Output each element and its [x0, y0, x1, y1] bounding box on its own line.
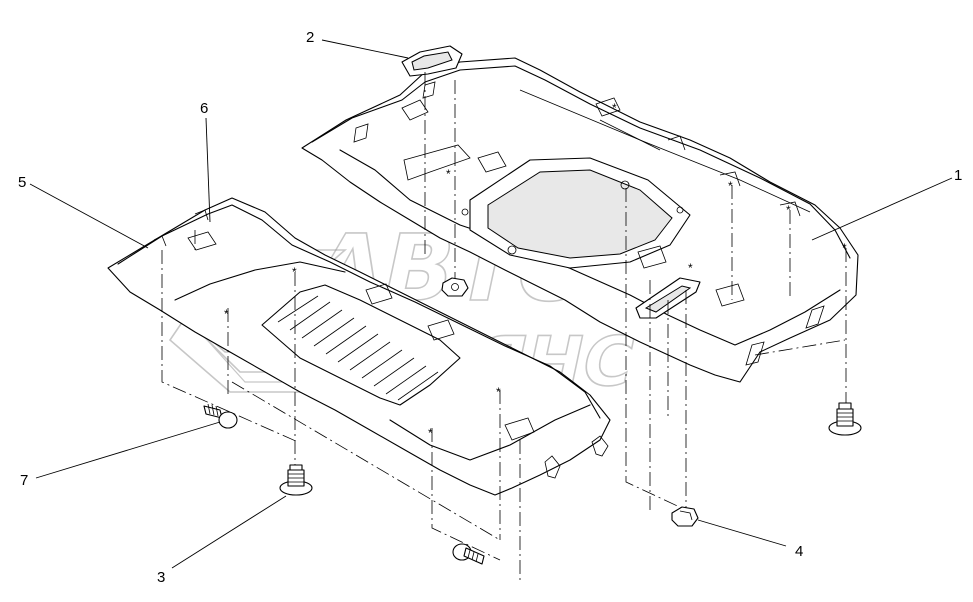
- rear-window-1: [353, 123, 369, 143]
- rear-window-2: [422, 81, 436, 99]
- rear-notch-1: [667, 135, 686, 151]
- screw-bottom: [452, 543, 485, 565]
- callout-3: 3: [157, 569, 165, 586]
- leader-7: [35, 421, 221, 479]
- svg-text:*: *: [224, 307, 229, 321]
- rear-grip-handle: [635, 277, 701, 319]
- leader-3: [171, 495, 287, 569]
- assembly-axis-lines: [161, 72, 847, 580]
- front-tab-1: [544, 455, 561, 479]
- svg-text:*: *: [428, 426, 433, 440]
- rear-panel-lip: [311, 65, 851, 259]
- screw-left: [203, 403, 238, 429]
- handle-bracket-grip: [411, 51, 453, 71]
- rear-clip-3: [637, 245, 667, 269]
- rear-hatch-bolt-1: [620, 180, 630, 190]
- rear-notch-2: [719, 171, 741, 187]
- hex-nut-upper: [441, 277, 469, 297]
- front-panel-step-2: [389, 404, 591, 461]
- rear-clip-2: [477, 151, 507, 173]
- front-clip-5: [153, 235, 167, 247]
- rear-side-vent-1: [745, 341, 765, 366]
- leader-1: [811, 177, 953, 241]
- svg-text:*: *: [612, 101, 617, 115]
- rear-panel-rib-1: [519, 89, 811, 213]
- callout-4: 4: [795, 543, 803, 560]
- leader-5: [29, 183, 149, 249]
- front-panel-lip: [117, 204, 601, 419]
- rear-hatch-bolt-2: [507, 245, 517, 255]
- callout-6: 6: [200, 100, 208, 117]
- rear-panel-step: [339, 149, 841, 346]
- push-rivet-front: [279, 464, 313, 496]
- leader-2: [321, 39, 409, 59]
- rear-clip-6: [403, 144, 471, 181]
- front-clip-1: [187, 231, 217, 251]
- rear-side-vent-2: [805, 305, 825, 329]
- rear-notch-3: [779, 201, 801, 217]
- svg-text:*: *: [496, 385, 501, 399]
- leader-lines: [29, 39, 953, 569]
- svg-text:*: *: [786, 203, 791, 217]
- callout-labels: 1 2 3 4 5 6 7: [18, 29, 962, 586]
- front-clip-2: [365, 283, 393, 305]
- handle-bracket: [401, 45, 463, 77]
- front-floor-panel: [107, 197, 611, 496]
- rear-hatch-bolt-3: [461, 208, 469, 216]
- front-panel-step: [174, 261, 346, 301]
- callout-5: 5: [18, 174, 26, 191]
- callout-7: 7: [20, 472, 28, 489]
- svg-text:*: *: [842, 241, 847, 255]
- front-clip-3: [427, 319, 455, 341]
- front-clip-4: [504, 417, 535, 441]
- front-panel-mat-ribs: [277, 295, 439, 401]
- callout-2: 2: [306, 29, 314, 46]
- leader-6: [205, 117, 211, 223]
- front-tab-2: [591, 435, 609, 457]
- front-clip-6: [194, 209, 209, 221]
- svg-text:*: *: [728, 179, 733, 193]
- callout-1: 1: [954, 167, 962, 184]
- svg-text:*: *: [688, 261, 693, 275]
- rear-clip-1: [401, 99, 429, 121]
- rear-grip-inner: [644, 285, 692, 313]
- hex-nut-lower: [671, 506, 699, 527]
- rear-clip-5: [595, 97, 621, 117]
- svg-text:*: *: [446, 167, 451, 181]
- rear-panel-rib-2: [599, 119, 661, 151]
- leader-4: [697, 519, 787, 547]
- push-rivet-rear: [828, 402, 862, 436]
- star-markers: * * * * * * * * * *: [224, 101, 847, 440]
- svg-text:*: *: [292, 265, 297, 279]
- rear-clip-4: [715, 283, 745, 307]
- rear-hatch-bolt-4: [676, 206, 684, 214]
